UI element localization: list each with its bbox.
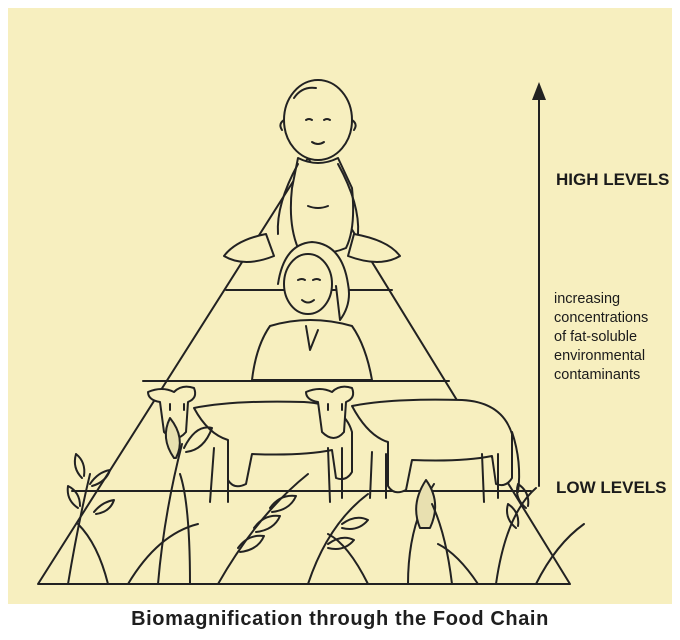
- description-line: of fat-soluble: [554, 328, 680, 347]
- infant-illustration: [224, 80, 400, 262]
- high-levels-label: HIGH LEVELS: [556, 170, 669, 190]
- arrow-description: increasing concentrations of fat-soluble…: [554, 290, 680, 385]
- arrow-head: [532, 82, 546, 100]
- figure-caption: Biomagnification through the Food Chain: [0, 608, 680, 631]
- description-line: contaminants: [554, 366, 680, 385]
- low-levels-label: LOW LEVELS: [556, 478, 667, 498]
- description-line: concentrations: [554, 309, 680, 328]
- woman-illustration: [252, 242, 372, 380]
- diagram-panel: HIGH LEVELS increasing concentrations of…: [8, 8, 672, 604]
- description-line: environmental: [554, 347, 680, 366]
- description-line: increasing: [554, 290, 680, 309]
